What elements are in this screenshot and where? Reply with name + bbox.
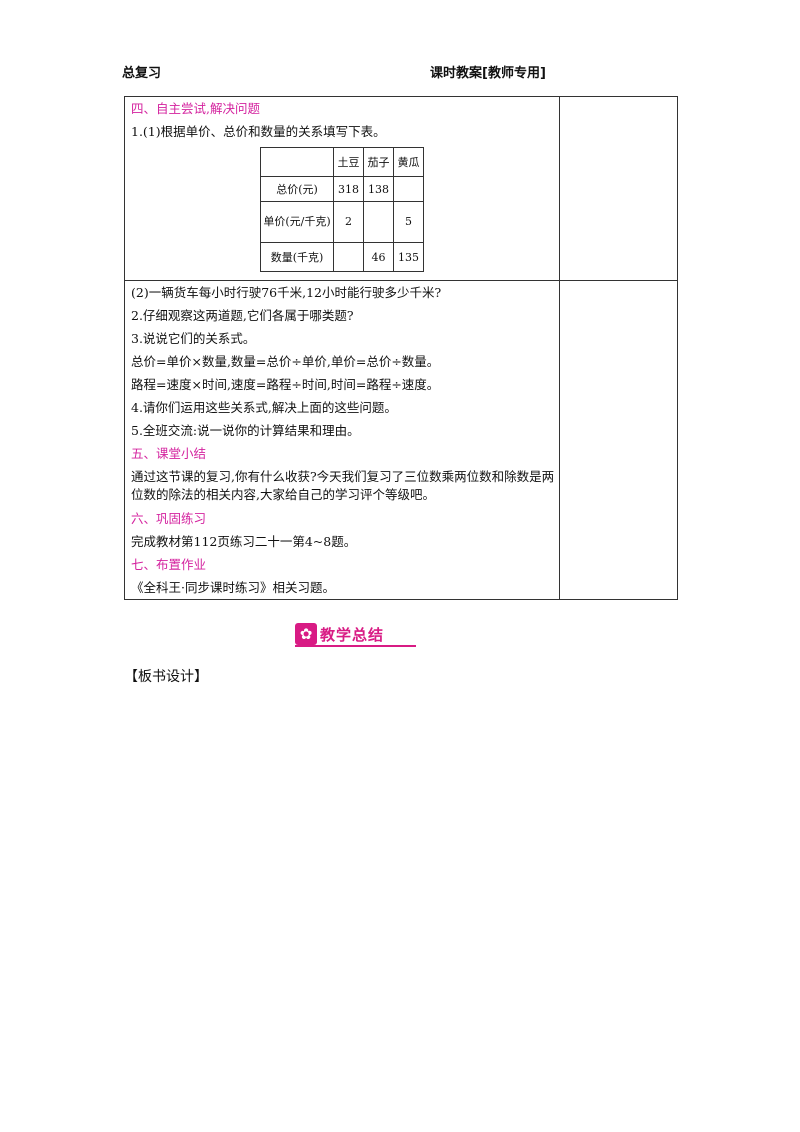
lesson-table: 四、自主尝试,解决问题 1.(1)根据单价、总价和数量的关系填写下表。 土豆 茄…: [124, 96, 678, 600]
table-cell: 46: [363, 242, 394, 272]
item-4: 4.请你们运用这些关系式,解决上面的这些问题。: [131, 400, 397, 415]
table-cell: [363, 201, 394, 243]
price-table-header: 土豆 茄子 黄瓜: [260, 147, 424, 177]
row-label: 数量(千克): [260, 242, 334, 272]
homework-text: 《全科王·同步课时练习》相关习题。: [131, 580, 335, 595]
table-cell: 2: [333, 201, 364, 243]
notes-cell-1: [558, 96, 678, 281]
table-row: 单价(元/千克) 2 5: [260, 201, 424, 243]
lesson-row-1: 四、自主尝试,解决问题 1.(1)根据单价、总价和数量的关系填写下表。 土豆 茄…: [124, 96, 678, 281]
item-3: 3.说说它们的关系式。: [131, 331, 256, 346]
table-cell: [393, 176, 424, 202]
row-label: 单价(元/千克): [260, 201, 334, 243]
table-cell: 135: [393, 242, 424, 272]
section-heading-6: 六、巩固练习: [131, 511, 207, 526]
price-table-corner: [260, 147, 334, 177]
table-row: 数量(千克) 46 135: [260, 242, 424, 272]
table-cell: 318: [333, 176, 364, 202]
section-heading-4: 四、自主尝试,解决问题: [131, 101, 260, 116]
price-table-col-cucumber: 黄瓜: [393, 147, 424, 177]
summary-text: 通过这节课的复习,你有什么收获?今天我们复习了三位数乘两位数和除数是两位数的除法…: [131, 469, 555, 502]
board-design-label: 【板书设计】: [124, 669, 208, 685]
price-table-col-eggplant: 茄子: [363, 147, 394, 177]
lesson-cell-2: (2)一辆货车每小时行驶76千米,12小时能行驶多少千米? 2.仔细观察这两道题…: [124, 280, 560, 600]
price-table-col-potato: 土豆: [333, 147, 364, 177]
section-heading-7: 七、布置作业: [131, 557, 207, 572]
section-heading-5: 五、课堂小结: [131, 446, 207, 461]
formula-distance: 路程=速度×时间,速度=路程÷时间,时间=路程÷速度。: [131, 377, 440, 392]
item-5: 5.全班交流:说一说你的计算结果和理由。: [131, 423, 360, 438]
table-row: 总价(元) 318 138: [260, 176, 424, 202]
teaching-summary-banner: ✿ 教学总结: [295, 623, 416, 647]
row-label: 总价(元): [260, 176, 334, 202]
table-cell: [333, 242, 364, 272]
lesson-row-2: (2)一辆货车每小时行驶76千米,12小时能行驶多少千米? 2.仔细观察这两道题…: [124, 280, 678, 600]
header-right: 课时教案[教师专用]: [430, 66, 546, 81]
table-cell: 5: [393, 201, 424, 243]
header-left: 总复习: [122, 66, 162, 81]
item-2: 2.仔细观察这两道题,它们各属于哪类题?: [131, 308, 354, 323]
banner-underline: [295, 645, 416, 647]
notes-cell-2: [558, 280, 678, 600]
price-table: 土豆 茄子 黄瓜 总价(元) 318 138 单价(元/千克) 2 5: [260, 147, 424, 272]
flower-logo-icon: ✿: [295, 623, 317, 645]
lesson-cell-1: 四、自主尝试,解决问题 1.(1)根据单价、总价和数量的关系填写下表。 土豆 茄…: [124, 96, 560, 281]
banner-text: 教学总结: [320, 626, 385, 644]
formula-price: 总价=单价×数量,数量=总价÷单价,单价=总价÷数量。: [131, 354, 440, 369]
practice-text: 完成教材第112页练习二十一第4~8题。: [131, 534, 357, 549]
table-cell: 138: [363, 176, 394, 202]
question-2: (2)一辆货车每小时行驶76千米,12小时能行驶多少千米?: [131, 285, 442, 300]
question-1: 1.(1)根据单价、总价和数量的关系填写下表。: [131, 124, 386, 139]
